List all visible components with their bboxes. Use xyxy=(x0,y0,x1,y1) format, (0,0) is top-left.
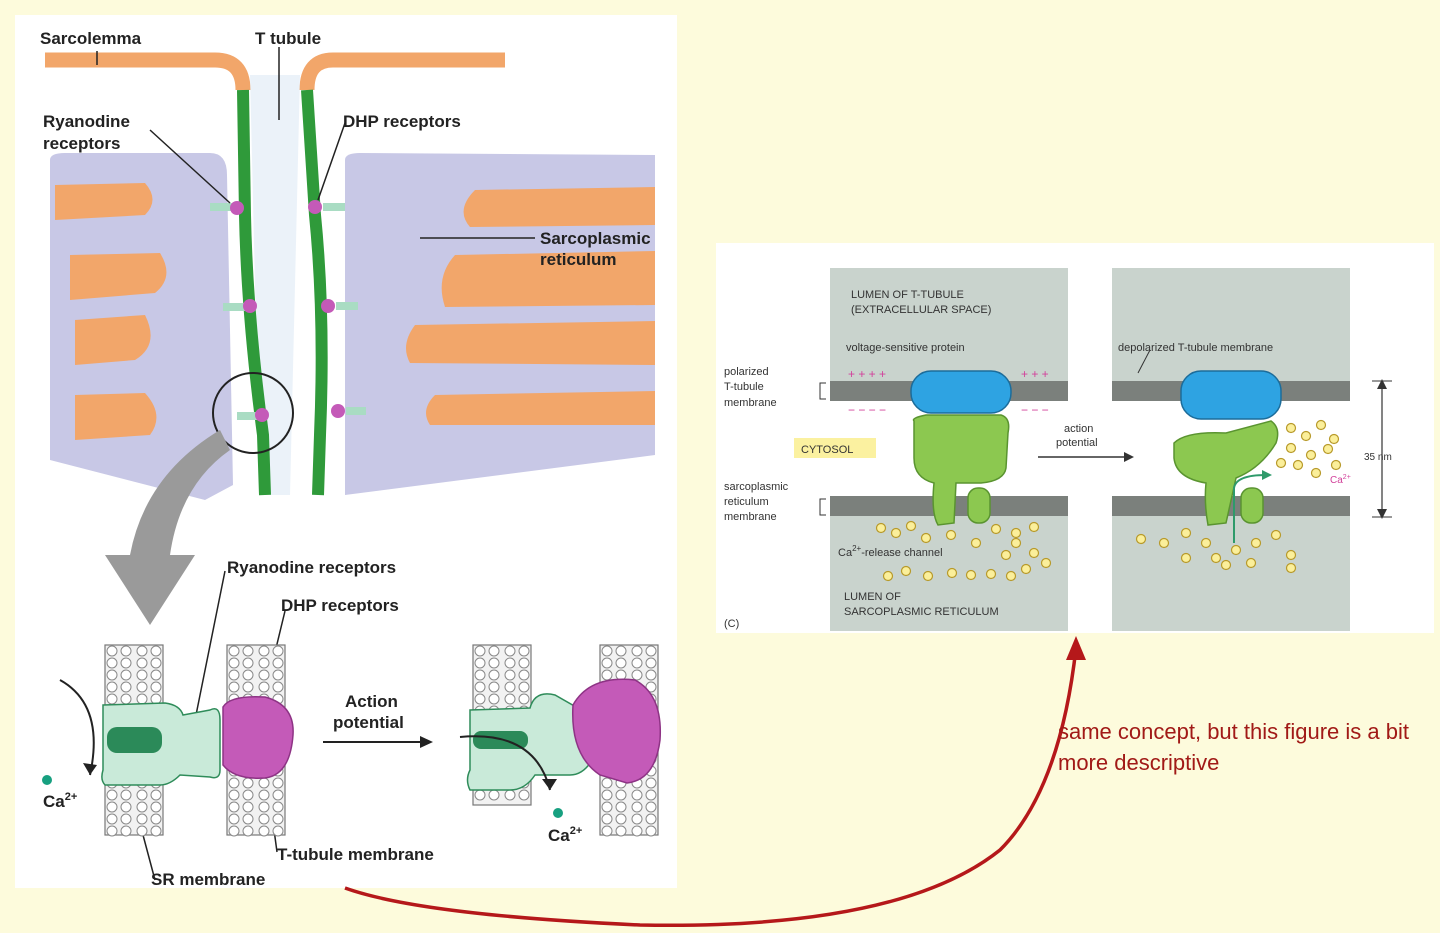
label-dhp-bottom: DHP receptors xyxy=(281,596,399,615)
release-channel-open xyxy=(1173,420,1279,526)
label-ryanodine-1: Ryanodine xyxy=(43,112,130,131)
label-voltage-protein: voltage-sensitive protein xyxy=(846,342,965,354)
receptor-pairs xyxy=(210,200,366,422)
voltage-sensor-resting xyxy=(910,370,1012,414)
calcium-ions xyxy=(875,419,1342,582)
label-sr-membrane-3: membrane xyxy=(724,511,777,523)
svg-text:− − − −: − − − − xyxy=(848,403,886,417)
charge-marks: + + + + + + + − − − − − − − xyxy=(848,367,1049,417)
dhp-receptor-resting xyxy=(222,695,294,779)
ca-arrow-left xyxy=(59,679,95,776)
left-figure-panel: Sarcolemma T tubule Ryanodine receptors … xyxy=(15,15,677,888)
excitation-contraction-diagram: Sarcolemma T tubule Ryanodine receptors … xyxy=(40,29,662,888)
label-ryanodine-2: receptors xyxy=(43,134,120,153)
ryanodine-channel-core xyxy=(107,727,162,753)
label-action-r-2: potential xyxy=(1056,437,1098,449)
ca-ion-right xyxy=(553,808,563,818)
label-polarized-1: polarized xyxy=(724,366,769,378)
myofibrils xyxy=(55,183,655,440)
label-sarcolemma: Sarcolemma xyxy=(40,29,142,48)
zoom-arrow xyxy=(105,430,230,625)
label-sr-membrane-1: sarcoplasmic xyxy=(724,481,789,493)
t-tubule-membrane-right xyxy=(301,89,328,496)
label-panel-letter: (C) xyxy=(724,618,739,630)
label-distance: 35 nm xyxy=(1364,452,1392,463)
svg-text:− − −: − − − xyxy=(1021,403,1049,417)
label-ca-right-fig: Ca2+ xyxy=(1330,474,1351,486)
release-channel-closed xyxy=(912,414,1010,526)
label-dhp-top: DHP receptors xyxy=(343,112,461,131)
label-lumen-t-1: LUMEN OF T-TUBULE xyxy=(851,289,964,301)
label-action-1: Action xyxy=(345,692,398,711)
cytosol-badge xyxy=(794,438,876,458)
right-figure-panel: + + + + + + + − − − − − − − LUMEN OF T-TUB… xyxy=(716,243,1434,633)
sr-membrane-activated xyxy=(1112,496,1350,516)
label-sr-2: reticulum xyxy=(540,250,617,269)
label-sr-membrane-2: reticulum xyxy=(724,496,769,508)
ca-flow-arrow xyxy=(1233,474,1267,543)
label-ca-left: Ca2+ xyxy=(43,791,77,811)
caption-note: same concept, but this figure is a bit m… xyxy=(1058,719,1409,775)
label-cytosol: CYTOSOL xyxy=(801,444,853,456)
magnify-circle xyxy=(212,372,294,454)
ca-ion-left xyxy=(42,775,52,785)
sarcolemma-right xyxy=(299,52,505,91)
label-sr-membrane: SR membrane xyxy=(151,870,265,888)
label-t-tubule-membrane: T-tubule membrane xyxy=(277,845,434,864)
label-t-tubule: T tubule xyxy=(255,29,321,48)
label-lumen-sr-2: SARCOPLASMIC RETICULUM xyxy=(844,606,999,618)
label-polarized-2: T-tubule xyxy=(724,381,764,393)
label-release-channel: Ca2+-release channel xyxy=(838,544,943,559)
svg-text:+ + +: + + + xyxy=(1021,367,1049,381)
label-depolarized: depolarized T-tubule membrane xyxy=(1118,342,1273,354)
label-ryanodine-bottom: Ryanodine receptors xyxy=(227,558,396,577)
label-lumen-t-2: (EXTRACELLULAR SPACE) xyxy=(851,304,991,316)
voltage-sensor-diagram: + + + + + + + − − − − − − − LUMEN OF T-TUB… xyxy=(724,268,1392,631)
voltage-sensor-activated xyxy=(1180,370,1282,420)
svg-text:+ + + +: + + + + xyxy=(848,367,886,381)
label-action-r-1: action xyxy=(1064,423,1093,435)
label-sr-1: Sarcoplasmic xyxy=(540,229,651,248)
label-ca-right: Ca2+ xyxy=(548,825,582,845)
label-action-2: potential xyxy=(333,713,404,732)
label-polarized-3: membrane xyxy=(724,397,777,409)
red-arrowhead xyxy=(1066,636,1086,660)
sarcolemma-left xyxy=(45,52,251,91)
label-lumen-sr-1: LUMEN OF xyxy=(844,591,901,603)
